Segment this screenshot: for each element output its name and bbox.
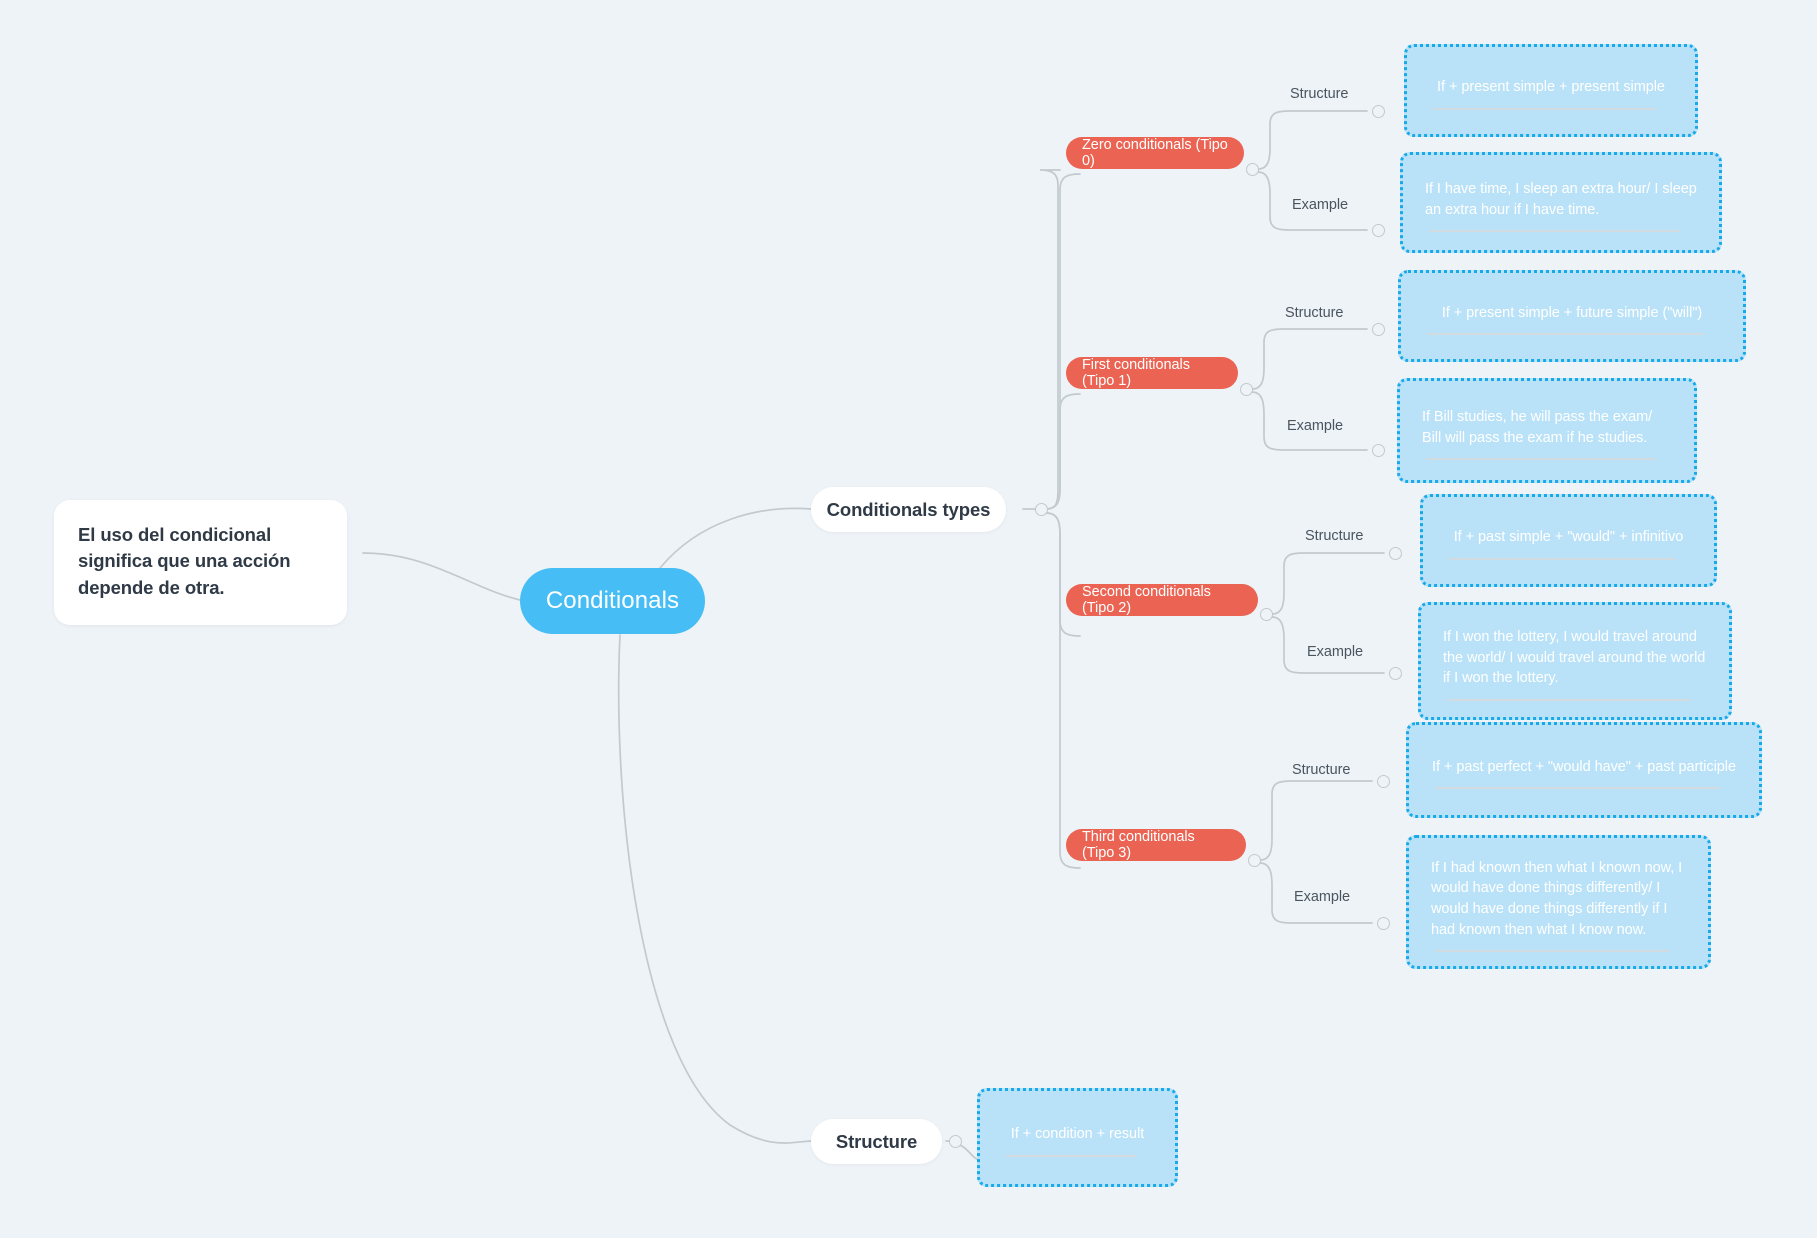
type-node-second-conditionals-label: Second conditionals (Tipo 2) xyxy=(1082,584,1211,616)
edge-spine-helper xyxy=(1046,400,1058,535)
content-box-example-type-2[interactable]: If I won the lottery, I would travel aro… xyxy=(1418,602,1732,720)
content-text: If + past perfect + "would have" + past … xyxy=(1431,758,1736,775)
edge-to-type-3 xyxy=(1045,512,1081,869)
edge-t3-structure xyxy=(1259,780,1373,861)
edge-spine-t0 xyxy=(1039,169,1061,510)
content-text: If Bill studies, he will pass the exam/ … xyxy=(1422,408,1653,446)
content-rule xyxy=(1427,333,1705,336)
content-text: If + past simple + "would" + infinitivo xyxy=(1453,529,1684,546)
root-node-conditionals[interactable]: Conditionals xyxy=(520,568,705,634)
edge-to-type-1 xyxy=(1045,393,1081,510)
handle-type-3-example[interactable] xyxy=(1377,917,1390,930)
type-node-second-conditionals[interactable]: Second conditionals (Tipo 2) xyxy=(1066,584,1258,616)
content-rule xyxy=(1449,557,1676,560)
handle-type-2-structure[interactable] xyxy=(1389,547,1402,560)
root-description-text: El uso del condicional significa que una… xyxy=(78,524,291,598)
content-box-structure-branch[interactable]: If + condition + result xyxy=(977,1088,1178,1187)
edge-to-type-2 xyxy=(1045,512,1081,637)
type-node-first-conditionals[interactable]: First conditionals (Tipo 1) xyxy=(1066,357,1238,389)
content-box-structure-type-3[interactable]: If + past perfect + "would have" + past … xyxy=(1406,722,1762,818)
label-example-type-3: Example xyxy=(1294,889,1351,905)
handle-type-1[interactable] xyxy=(1240,383,1253,396)
branch-conditionals-types-label: Conditionals types xyxy=(826,498,991,520)
handle-type-1-structure[interactable] xyxy=(1372,323,1385,336)
label-structure-type-2: Structure xyxy=(1305,528,1364,544)
edge-desc-to-root xyxy=(362,552,521,601)
content-rule xyxy=(1435,787,1721,790)
content-box-example-type-0[interactable]: If I have time, I sleep an extra hour/ I… xyxy=(1400,152,1722,253)
content-rule xyxy=(1426,458,1656,461)
root-node-label: Conditionals xyxy=(545,587,680,614)
content-text: If I have time, I sleep an extra hour/ I… xyxy=(1425,180,1697,218)
content-box-structure-type-0[interactable]: If + present simple + present simple xyxy=(1404,44,1698,137)
content-rule xyxy=(1447,698,1691,701)
type-node-first-conditionals-label: First conditionals (Tipo 1) xyxy=(1082,357,1190,389)
handle-type-3-structure[interactable] xyxy=(1377,775,1390,788)
branch-structure-label: Structure xyxy=(835,1130,918,1152)
handle-type-0-example[interactable] xyxy=(1372,224,1385,237)
edge-t2-structure xyxy=(1271,552,1385,615)
edge-t1-structure xyxy=(1251,328,1368,390)
handle-type-2-example[interactable] xyxy=(1389,667,1402,680)
label-structure-type-3: Structure xyxy=(1292,762,1351,778)
content-rule xyxy=(1006,1154,1137,1157)
handle-conditionals-types[interactable] xyxy=(1035,503,1048,516)
content-rule xyxy=(1433,107,1657,110)
content-box-example-type-3[interactable]: If I had known then what I known now, I … xyxy=(1406,835,1711,969)
label-structure-type-0: Structure xyxy=(1290,86,1349,102)
content-box-structure-type-2[interactable]: If + past simple + "would" + infinitivo xyxy=(1420,494,1717,587)
label-structure-type-1: Structure xyxy=(1285,305,1344,321)
handle-type-1-example[interactable] xyxy=(1372,444,1385,457)
content-text: If I won the lottery, I would travel aro… xyxy=(1443,629,1706,687)
handle-type-3[interactable] xyxy=(1248,854,1261,867)
branch-structure[interactable]: Structure xyxy=(811,1119,942,1164)
handle-type-0-structure[interactable] xyxy=(1372,105,1385,118)
handle-type-2[interactable] xyxy=(1260,608,1273,621)
root-description-card[interactable]: El uso del condicional significa que una… xyxy=(54,500,347,625)
content-text: If I had known then what I known now, I … xyxy=(1431,859,1683,938)
label-example-type-1: Example xyxy=(1287,418,1344,434)
label-example-type-2: Example xyxy=(1307,644,1364,660)
type-node-third-conditionals[interactable]: Third conditionals (Tipo 3) xyxy=(1066,829,1246,861)
edge-root-to-types xyxy=(659,507,812,569)
type-node-zero-conditionals-label: Zero conditionals (Tipo 0) xyxy=(1082,137,1228,169)
content-text: If + condition + result xyxy=(1010,1126,1145,1143)
content-box-structure-type-1[interactable]: If + present simple + future simple ("wi… xyxy=(1398,270,1746,362)
content-text: If + present simple + future simple ("wi… xyxy=(1441,304,1703,321)
edge-root-to-structure xyxy=(617,634,812,1144)
content-text: If + present simple + present simple xyxy=(1437,79,1665,96)
label-example-type-0: Example xyxy=(1292,197,1349,213)
content-rule xyxy=(1435,950,1670,953)
content-box-example-type-1[interactable]: If Bill studies, he will pass the exam/ … xyxy=(1397,378,1697,483)
edge-to-type-0 xyxy=(1045,173,1081,510)
type-node-third-conditionals-label: Third conditionals (Tipo 3) xyxy=(1082,829,1195,861)
type-node-zero-conditionals[interactable]: Zero conditionals (Tipo 0) xyxy=(1066,137,1244,169)
handle-type-0[interactable] xyxy=(1246,163,1259,176)
branch-conditionals-types[interactable]: Conditionals types xyxy=(811,487,1006,532)
edge-t0-structure xyxy=(1257,110,1368,170)
content-rule xyxy=(1429,230,1681,233)
handle-structure-branch[interactable] xyxy=(949,1135,962,1148)
